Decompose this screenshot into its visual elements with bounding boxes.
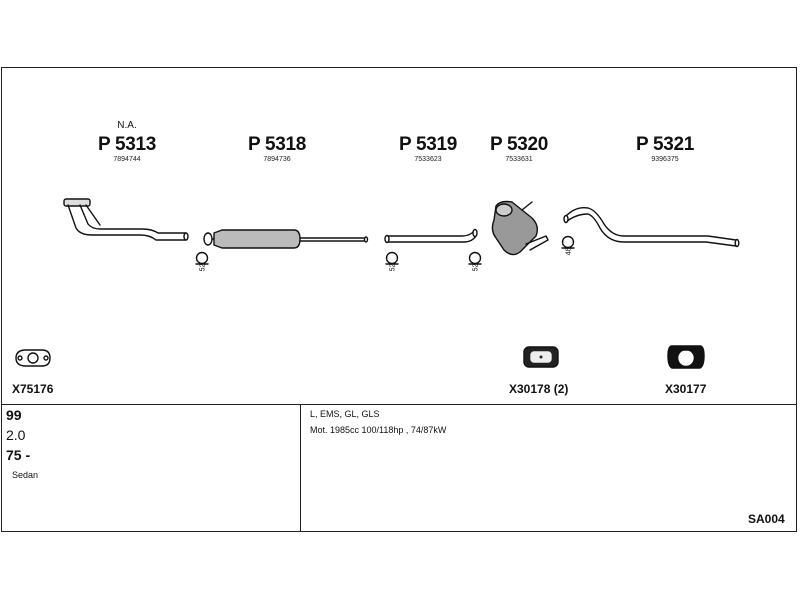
vehicle-engine: 2.0	[6, 427, 26, 443]
rubber-mount-icon	[523, 346, 559, 368]
oem-number: 7894736	[263, 156, 291, 163]
accessory-code-x30178: X30178 (2)	[509, 382, 569, 396]
column-divider	[300, 404, 301, 532]
vehicle-body: Sedan	[12, 470, 39, 480]
diagram-frame	[1, 67, 797, 532]
oem-number: 7894744	[113, 156, 141, 163]
table-divider	[1, 404, 797, 405]
front-silencer-icon	[203, 229, 369, 249]
clamp-icon	[385, 251, 399, 265]
part-number-p5313: P 5313	[97, 134, 157, 155]
clamp-icon	[561, 235, 575, 249]
oem-number: 7533623	[414, 156, 442, 163]
engine-details: Mot. 1985cc 100/118hp , 74/87kW	[310, 425, 447, 435]
clamp-size: 52	[199, 263, 207, 272]
oem-number: 7533631	[505, 156, 533, 163]
accessory-code-x30177: X30177	[665, 382, 707, 396]
tail-pipe-icon	[563, 206, 740, 248]
rubber-hanger-icon	[667, 345, 705, 369]
part-number-p5321: P 5321	[635, 134, 695, 155]
clamp-icon	[195, 251, 209, 265]
clamp-size: 52	[389, 263, 397, 272]
clamp-size: 48	[565, 247, 573, 256]
part-number-p5318: P 5318	[247, 134, 307, 155]
vehicle-year: 75 -	[6, 447, 31, 463]
part-number-p5320: P 5320	[489, 134, 549, 155]
vehicle-model: 99	[6, 407, 22, 423]
clamp-icon	[468, 251, 482, 265]
reference-code: SA004	[748, 512, 785, 526]
middle-pipe-icon	[384, 228, 478, 244]
oem-number: 9396375	[651, 156, 679, 163]
model-variants: L, EMS, GL, GLS	[310, 409, 380, 419]
part-note: N.A.	[117, 120, 137, 131]
clamp-size: 52	[472, 263, 480, 272]
part-number-p5319: P 5319	[398, 134, 458, 155]
front-pipe-icon	[63, 198, 189, 241]
gasket-icon	[15, 349, 51, 367]
accessory-code-x75176: X75176	[12, 382, 54, 396]
rear-silencer-icon	[491, 200, 549, 256]
